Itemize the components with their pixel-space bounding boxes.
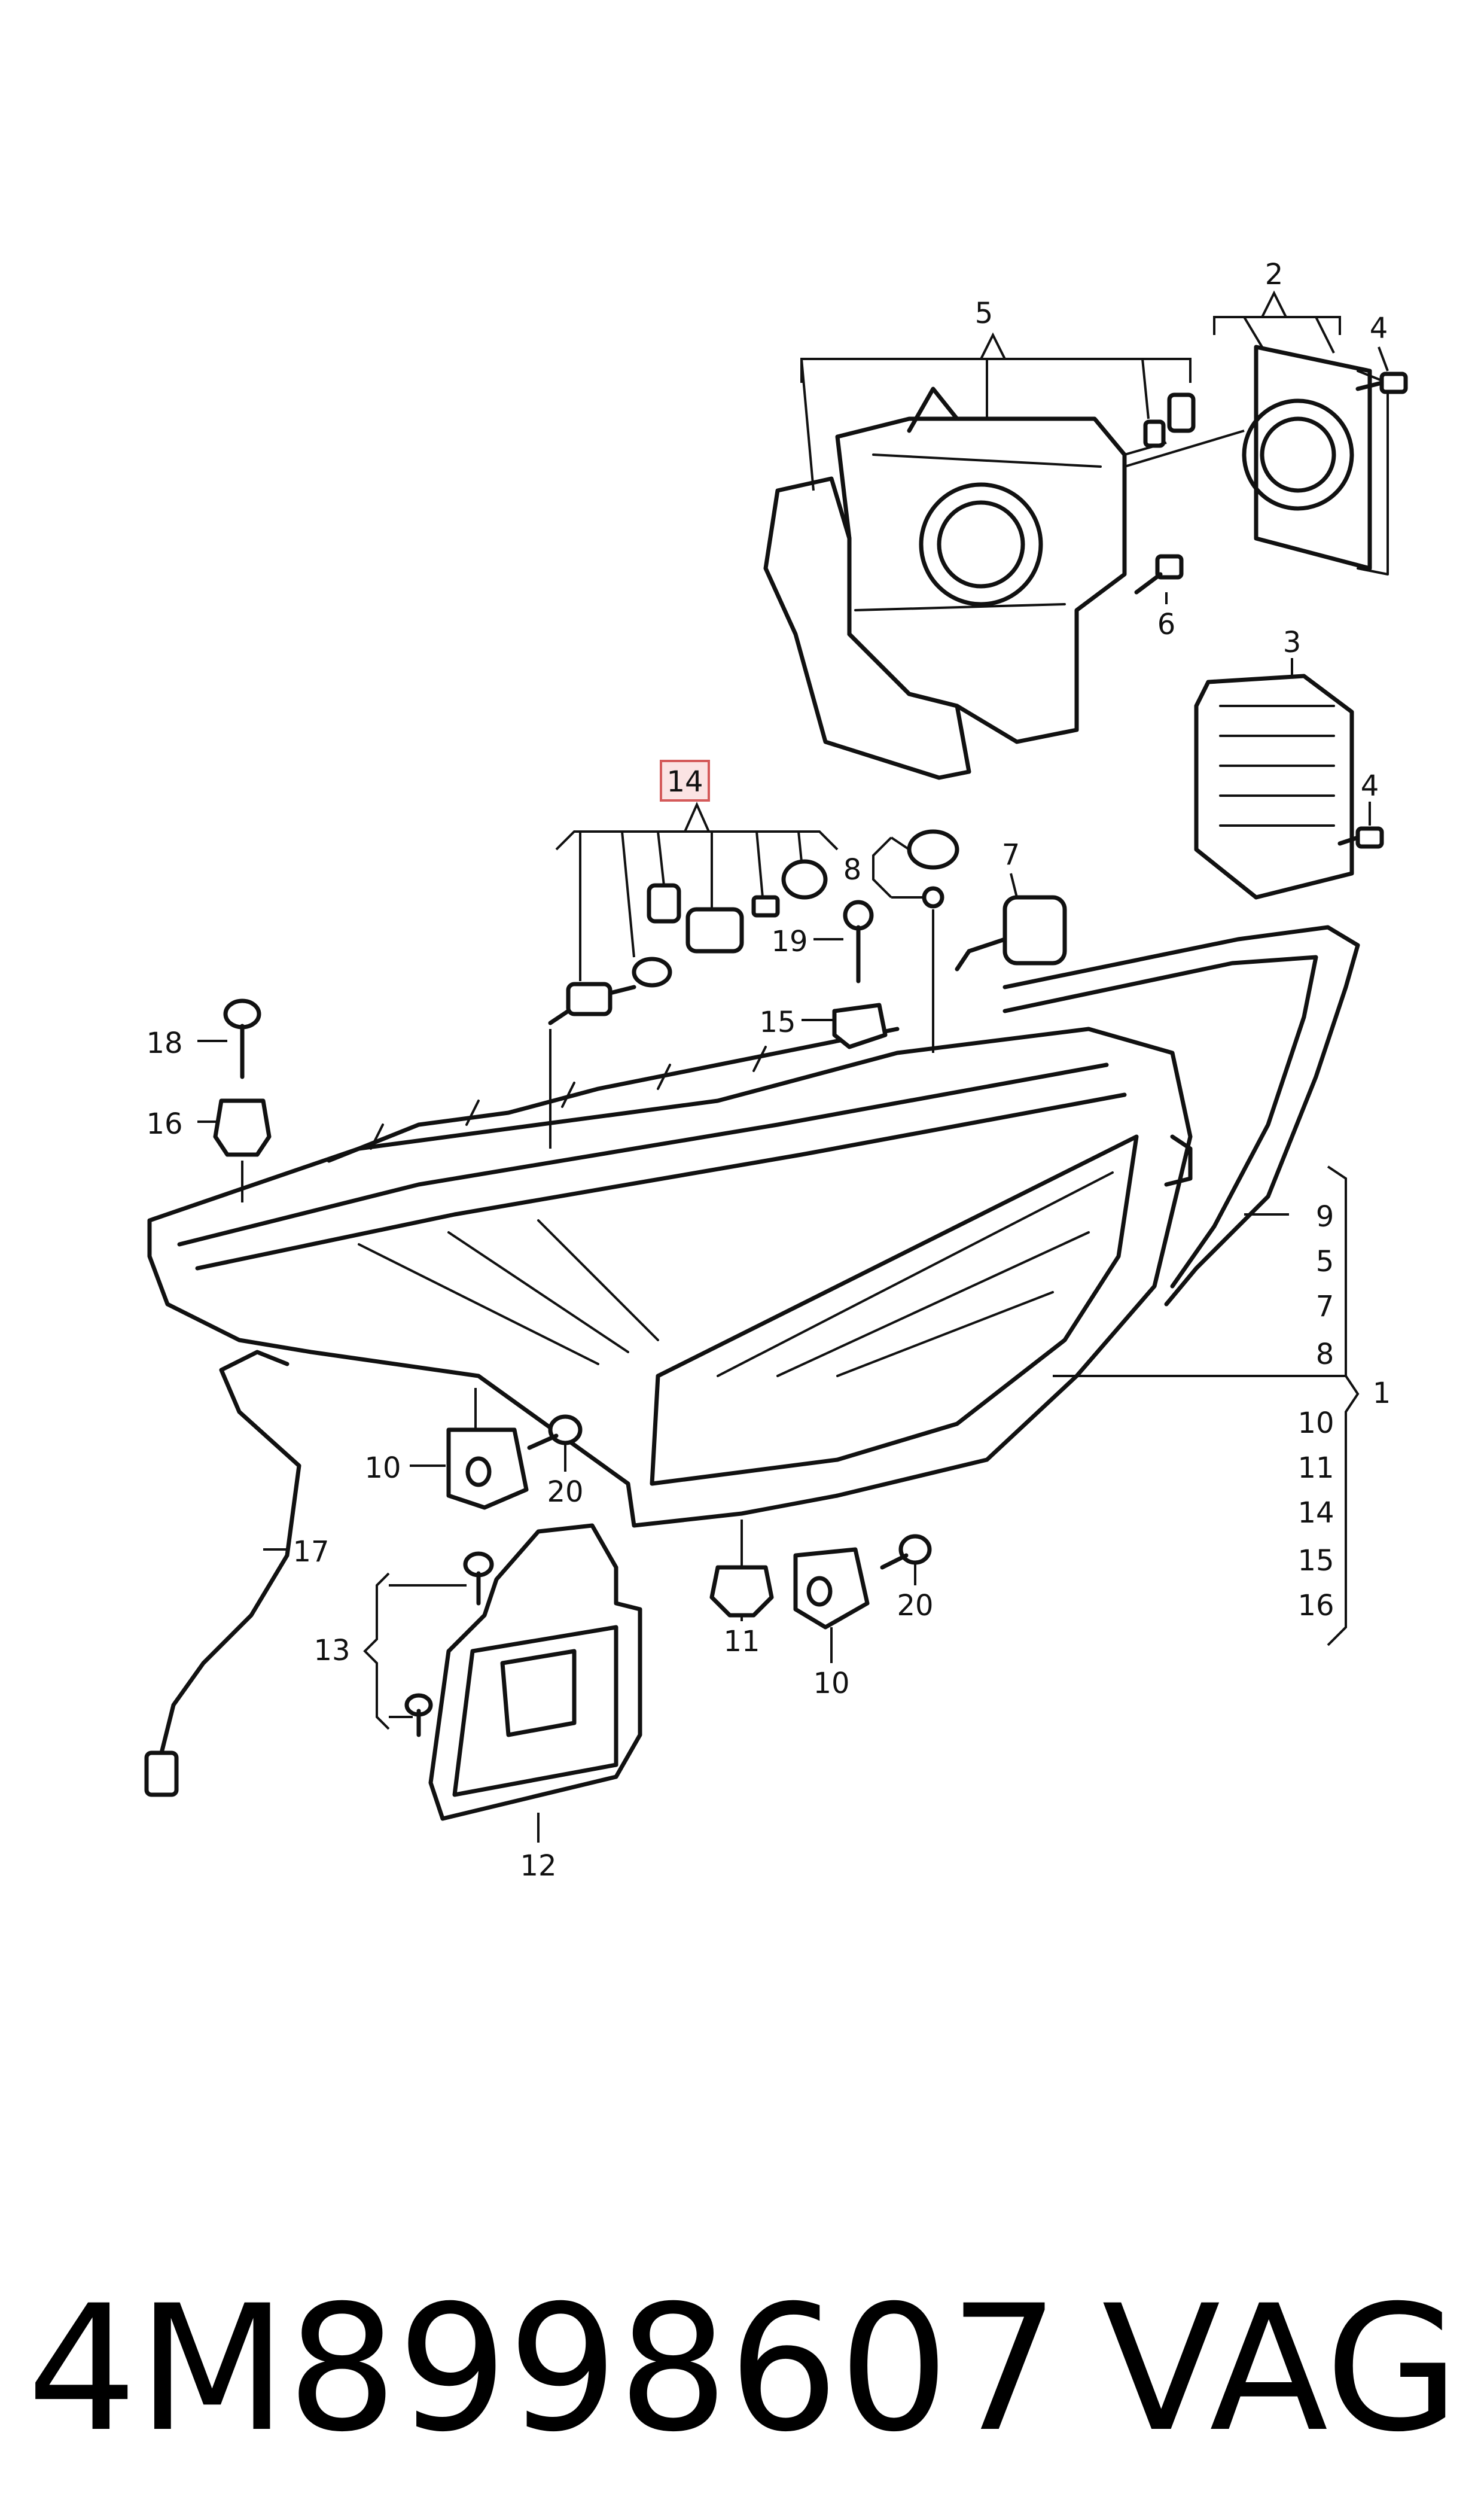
part-5-projector-housing: [763, 386, 1196, 780]
callout-4-lower: 4: [1361, 769, 1379, 803]
part-11-grommet: [709, 1565, 774, 1618]
part-15-clip: [832, 1003, 888, 1049]
callout-20-right: 20: [897, 1589, 933, 1622]
bracket-list-item: 15: [1297, 1544, 1334, 1578]
part-18-screw: [223, 998, 261, 1079]
callout-11: 11: [723, 1625, 760, 1658]
callout-13: 13: [313, 1634, 350, 1667]
callout-1: 1: [1373, 1377, 1391, 1410]
callout-12: 12: [520, 1849, 556, 1883]
callout-10-left: 10: [364, 1451, 401, 1485]
footer-brand: VAG: [1102, 2269, 1459, 2470]
bracket-list-item: 7: [1316, 1290, 1334, 1323]
callout-14: 14: [666, 765, 703, 799]
callout-20-left: 20: [547, 1475, 583, 1509]
bracket-list: 9 5 7 8 10 11 14 15 16: [1297, 1200, 1334, 1622]
callout-18: 18: [146, 1027, 182, 1060]
callout-4-top: 4: [1370, 312, 1388, 345]
part-1-headlight-body: [147, 1027, 1193, 1528]
screw-4-top: [1355, 372, 1408, 394]
callout-6: 6: [1157, 608, 1176, 641]
callout-14-highlight-box: [660, 760, 710, 802]
callout-7: 7: [1002, 838, 1020, 872]
bracket-list-item: 8: [1316, 1338, 1334, 1371]
part-19-screw: [843, 900, 874, 984]
part-16-grommet: [213, 1098, 272, 1157]
part-13-screws: [404, 1551, 494, 1737]
part-2-control-unit: [1124, 345, 1389, 576]
footer-part-number: 4M8998607: [27, 2269, 1059, 2470]
part-17-wire-harness: [144, 1350, 301, 1797]
callout-3: 3: [1283, 626, 1302, 659]
bracket-list-item: 14: [1297, 1496, 1334, 1530]
callout-labels: 5 2 4 6 3 4 14 8 7 19 15 18 16 10 20 17 …: [146, 258, 1391, 1883]
part-12-mounting-bracket: [428, 1523, 642, 1821]
part-3-led-driver: [1194, 674, 1384, 900]
part-9-seal-strip: [1002, 925, 1360, 1307]
part-10-bracket-left: [446, 1427, 529, 1510]
callout-10-right: 10: [813, 1667, 849, 1700]
part-20-screw-left: [527, 1414, 583, 1450]
part-14-bulb-assembly: [548, 859, 828, 1025]
bracket-list-item: 5: [1316, 1245, 1334, 1278]
callout-19: 19: [771, 925, 807, 958]
bracket-list-item: 11: [1297, 1451, 1334, 1485]
part-20-screw-right: [880, 1534, 932, 1570]
part-10-bracket-right: [793, 1547, 870, 1630]
callout-17: 17: [292, 1535, 329, 1569]
bracket-list-item: 9: [1316, 1200, 1334, 1234]
callout-5: 5: [975, 297, 994, 330]
part-8-cap: [907, 829, 959, 909]
callout-2: 2: [1265, 258, 1284, 291]
screw-6: [1134, 554, 1184, 595]
part-7-bulb: [955, 895, 1067, 972]
bracket-list-item: 10: [1297, 1406, 1334, 1440]
callout-8: 8: [843, 853, 862, 887]
leader-lines: [197, 290, 1389, 1843]
callout-15: 15: [759, 1006, 796, 1039]
bracket-list-item: 16: [1297, 1589, 1334, 1622]
callout-16: 16: [146, 1107, 182, 1141]
